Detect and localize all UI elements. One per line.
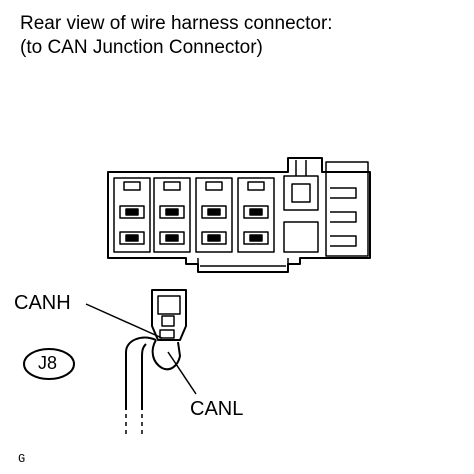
empty-cavity bbox=[283, 221, 319, 253]
diagram-title: Rear view of wire harness connector: (to… bbox=[20, 12, 333, 60]
figure-code: G bbox=[18, 452, 26, 466]
canl-leader bbox=[167, 351, 197, 395]
terminal-column-1 bbox=[113, 177, 151, 253]
wire-left bbox=[125, 336, 157, 410]
wire-dashes bbox=[125, 414, 143, 434]
connector-id-label: J8 bbox=[38, 353, 58, 373]
terminal-column-2 bbox=[153, 177, 191, 253]
terminal-column-4 bbox=[237, 177, 275, 253]
terminal-grid bbox=[113, 177, 275, 253]
connector-lip bbox=[197, 258, 289, 267]
wire-plug bbox=[151, 289, 187, 371]
canh-leader bbox=[85, 303, 163, 339]
canh-label: CANH bbox=[14, 292, 71, 314]
canl-label: CANL bbox=[190, 398, 244, 420]
title-line-2: (to CAN Junction Connector) bbox=[20, 37, 263, 58]
connector-id-oval bbox=[23, 348, 75, 380]
terminal-column-3 bbox=[195, 177, 233, 253]
connector-housing bbox=[107, 157, 371, 273]
latch-block bbox=[325, 161, 369, 257]
lock-slot bbox=[283, 160, 319, 211]
title-line-1: Rear view of wire harness connector: bbox=[20, 13, 333, 34]
